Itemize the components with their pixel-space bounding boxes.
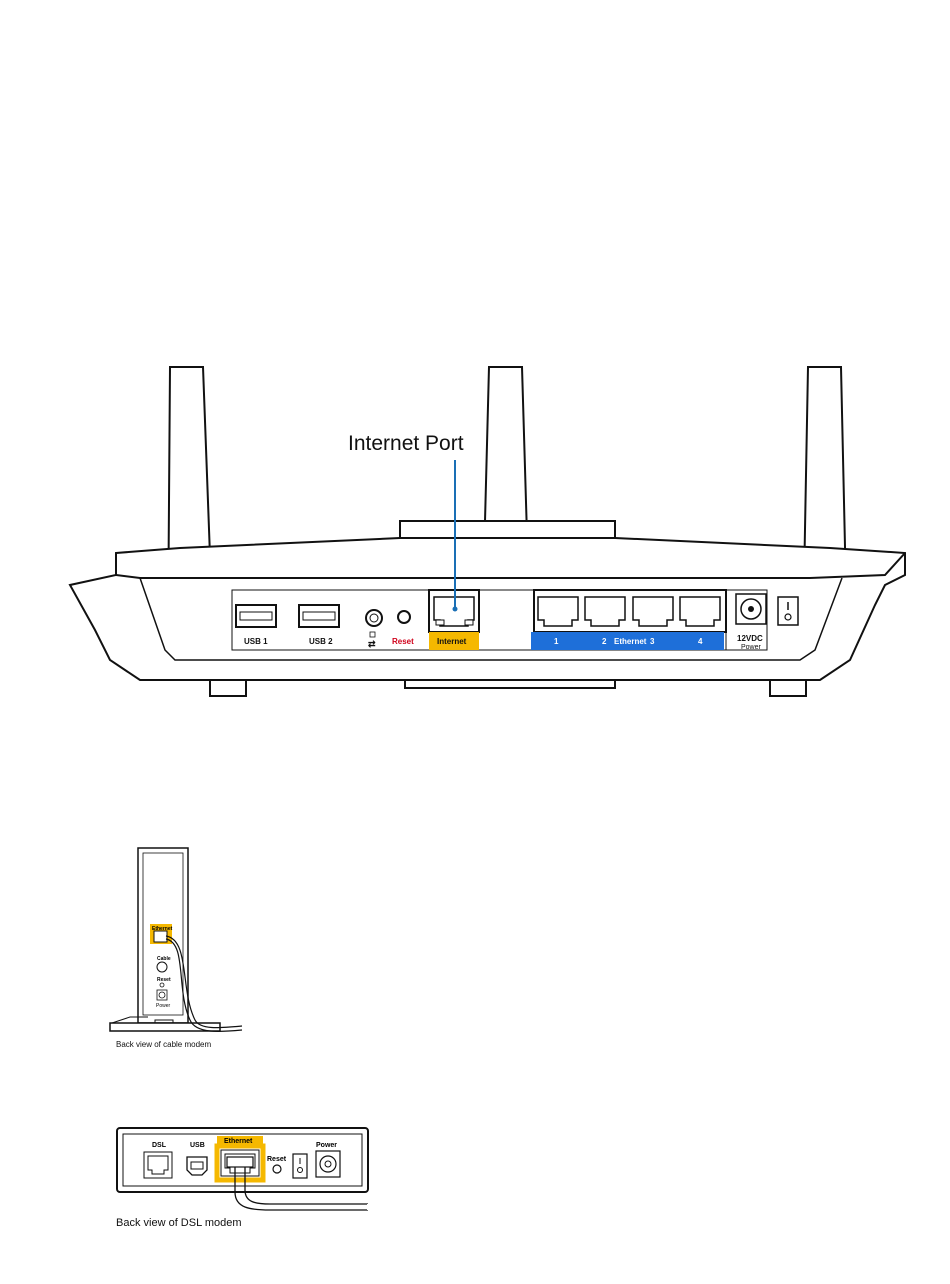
internet-label: Internet [437, 637, 467, 646]
cable-modem-caption: Back view of cable modem [116, 1040, 211, 1049]
eth2-label: 2 [602, 637, 607, 646]
power-jack-icon [736, 594, 766, 624]
router-foot-right [770, 680, 806, 696]
cable-modem-illustration: Ethernet Cable Reset Power [100, 840, 260, 1040]
dsl-label: DSL [152, 1142, 167, 1149]
cable-modem-reset-label: Reset [157, 977, 171, 983]
reset-label: Reset [392, 637, 414, 646]
power-switch-icon [778, 597, 798, 625]
usb1-port-icon [236, 605, 276, 627]
dsl-modem-svg: DSL USB Ethernet Reset Power [110, 1122, 375, 1222]
usb-symbol-label: ⇄ [368, 639, 376, 649]
dsl-power-label: Power [316, 1142, 337, 1149]
dsl-modem-caption: Back view of DSL modem [116, 1217, 242, 1229]
ethernet-ports-icon [534, 590, 726, 632]
usb2-port-icon [299, 605, 339, 627]
cable-modem-power-label: Power [156, 1003, 171, 1009]
dsl-usb-label: USB [190, 1142, 205, 1149]
usb2-label: USB 2 [309, 637, 333, 646]
cable-modem-cable-label: Cable [157, 956, 171, 962]
dsl-reset-label: Reset [267, 1156, 287, 1163]
internet-port-callout: Internet Port [348, 432, 464, 456]
dsl-modem-illustration: DSL USB Ethernet Reset Power [110, 1122, 375, 1222]
router-illustration: USB 1 USB 2 ⇄ Reset Internet 1 2 Etherne… [0, 0, 950, 720]
power-top-label: 12VDC [737, 634, 763, 643]
power-bottom-label: Power [741, 644, 762, 651]
ethernet-label: Ethernet [614, 637, 647, 646]
router-foot-left [210, 680, 246, 696]
usb1-label: USB 1 [244, 637, 268, 646]
eth3-label: 3 [650, 637, 655, 646]
eth1-label: 1 [554, 637, 559, 646]
reset-button-icon [398, 611, 410, 623]
dsl-ethernet-label: Ethernet [224, 1138, 253, 1145]
wps-button-icon [366, 610, 382, 626]
cable-modem-svg: Ethernet Cable Reset Power [100, 840, 260, 1040]
router-svg: USB 1 USB 2 ⇄ Reset Internet 1 2 Etherne… [0, 0, 950, 720]
cable-modem-ethernet-label: Ethernet [152, 926, 173, 932]
eth4-label: 4 [698, 637, 703, 646]
